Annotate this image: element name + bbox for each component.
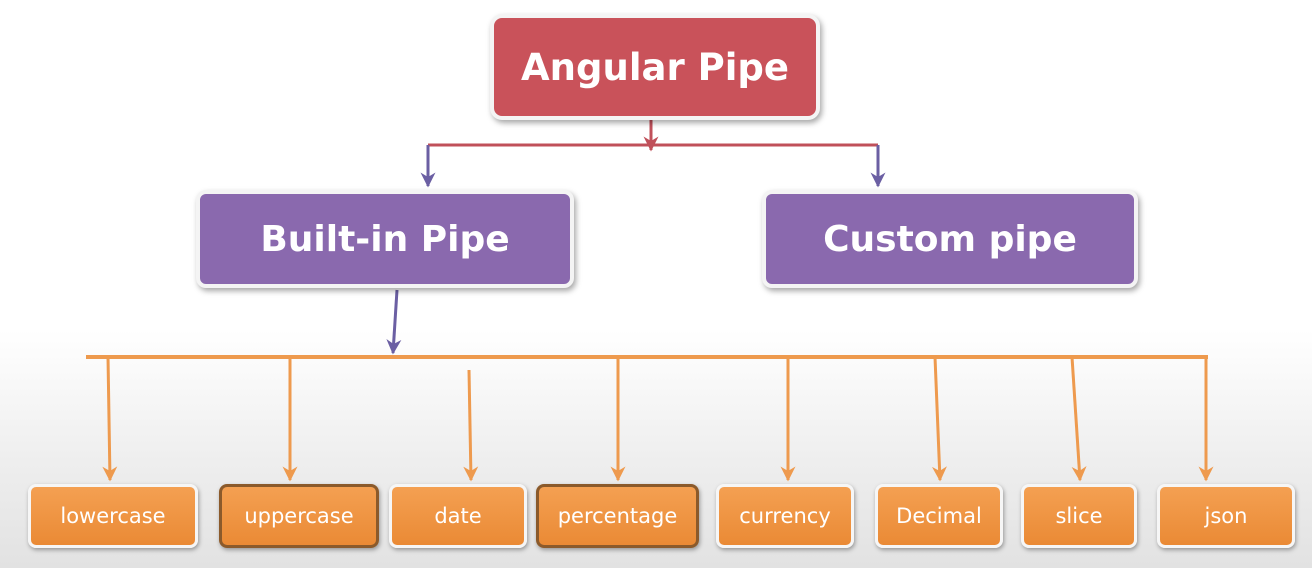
- arrow-to-decimal: [931, 356, 947, 482]
- leaf-node-decimal: Decimal: [875, 484, 1003, 548]
- leaf-node-uppercase: uppercase: [219, 484, 379, 548]
- leaf-node-label: slice: [1055, 504, 1103, 528]
- arrow-to-leaf-bar: [386, 289, 402, 355]
- leaf-node-label: currency: [739, 504, 831, 528]
- leaf-node-lowercase: lowercase: [28, 484, 198, 548]
- leaf-node-percentage: percentage: [536, 484, 699, 548]
- category-node-custom-pipe: Custom pipe: [762, 190, 1138, 288]
- leaf-node-label: lowercase: [60, 504, 166, 528]
- arrow-to-slice: [1070, 356, 1087, 482]
- leaf-node-label: json: [1204, 504, 1248, 528]
- leaf-node-slice: slice: [1021, 484, 1137, 548]
- category-node-label: Built-in Pipe: [260, 218, 510, 260]
- leaf-node-label: Decimal: [896, 504, 982, 528]
- arrow-to-lowercase: [102, 356, 118, 482]
- category-node-label: Custom pipe: [823, 218, 1077, 260]
- leaf-node-label: uppercase: [244, 504, 354, 528]
- root-node-label: Angular Pipe: [521, 45, 789, 89]
- root-node-angular-pipe: Angular Pipe: [490, 14, 820, 120]
- leaf-node-json: json: [1157, 484, 1295, 548]
- arrow-to-date: [463, 369, 479, 482]
- category-node-built-in-pipe: Built-in Pipe: [196, 190, 574, 288]
- leaf-node-label: date: [434, 504, 482, 528]
- leaf-node-date: date: [389, 484, 527, 548]
- leaf-node-currency: currency: [716, 484, 854, 548]
- leaf-node-label: percentage: [557, 504, 678, 528]
